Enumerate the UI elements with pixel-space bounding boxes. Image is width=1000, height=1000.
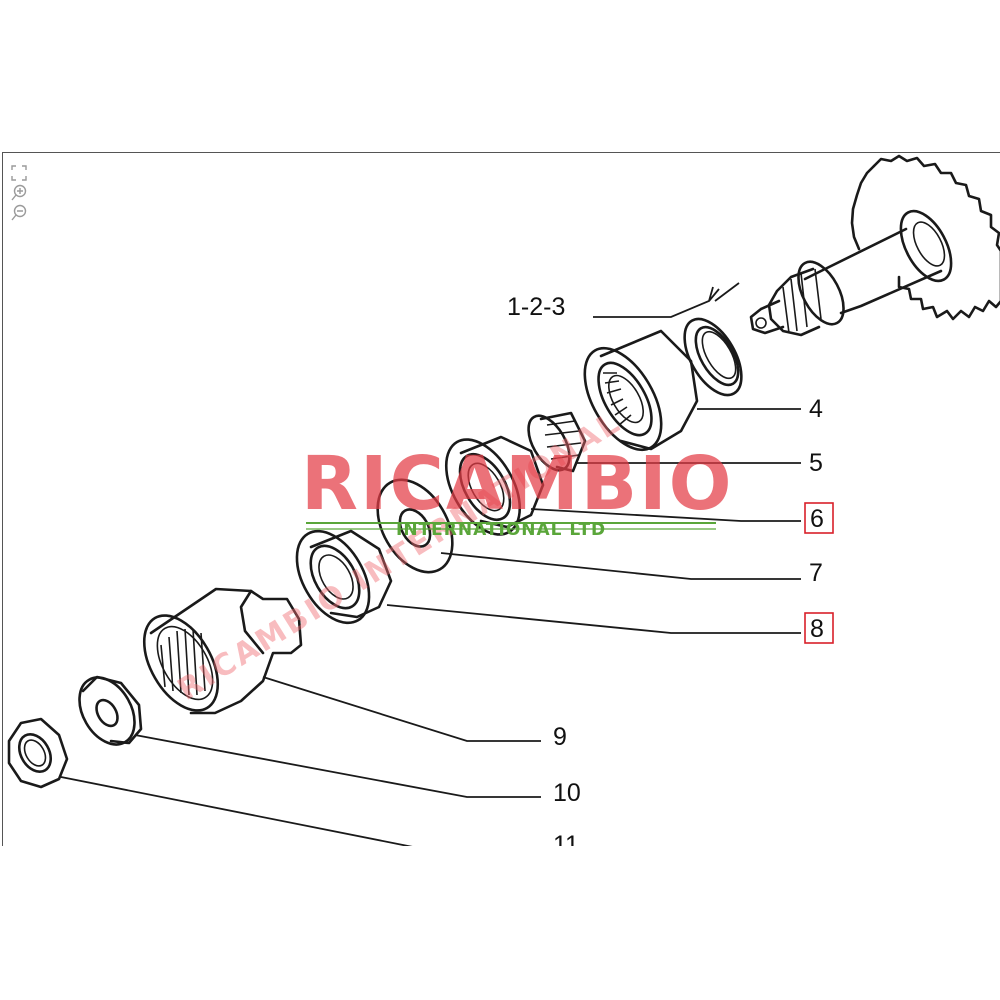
washer-7 [376,478,454,574]
callout-4[interactable]: 4 [809,395,823,423]
viewer-toolbar [9,163,35,223]
callout-10[interactable]: 10 [553,779,581,807]
callout-9[interactable]: 9 [553,723,567,751]
shim-ring-1-2-3 [683,317,743,397]
callout-5[interactable]: 5 [809,449,823,477]
hex-nut-11 [7,717,69,789]
callout-7[interactable]: 7 [809,559,823,587]
ball-bearing-8 [295,529,393,625]
callout-6[interactable]: 6 [810,505,824,533]
diagram-viewer: 1-2-3 4 5 6 7 8 9 10 11 RICAMBIO INTERNA… [2,152,1000,846]
zoom-out-icon[interactable] [9,203,29,223]
callout-8[interactable]: 8 [810,615,824,643]
callout-8-highlight-box [804,612,834,644]
zoom-in-icon[interactable] [9,183,29,203]
bevel-gear [850,154,1000,321]
watermark: RICAMBIO INTERNATIONAL RICAMBIO INTERNAT… [172,405,734,708]
washer-10 [78,675,143,746]
fit-to-screen-icon[interactable] [9,163,29,183]
exploded-parts-diagram: 1-2-3 4 5 6 7 8 9 10 11 RICAMBIO INTERNA… [7,154,1000,846]
callout-labels: 1-2-3 4 5 6 7 8 9 10 11 [507,293,834,846]
leader-lines [60,282,801,846]
callout-11[interactable]: 11 [553,831,579,846]
watermark-brand: RICAMBIO [301,441,734,527]
spacer-5 [527,411,587,473]
callout-1-2-3[interactable]: 1-2-3 [507,293,565,321]
pinion-shaft [749,227,943,337]
needle-sleeve-9 [142,587,303,715]
watermark-tagline: INTERNATIONAL LTD [396,520,606,540]
ball-bearing-6 [444,435,545,536]
taper-bearing-4 [583,329,699,452]
callout-6-highlight-box [804,502,834,534]
